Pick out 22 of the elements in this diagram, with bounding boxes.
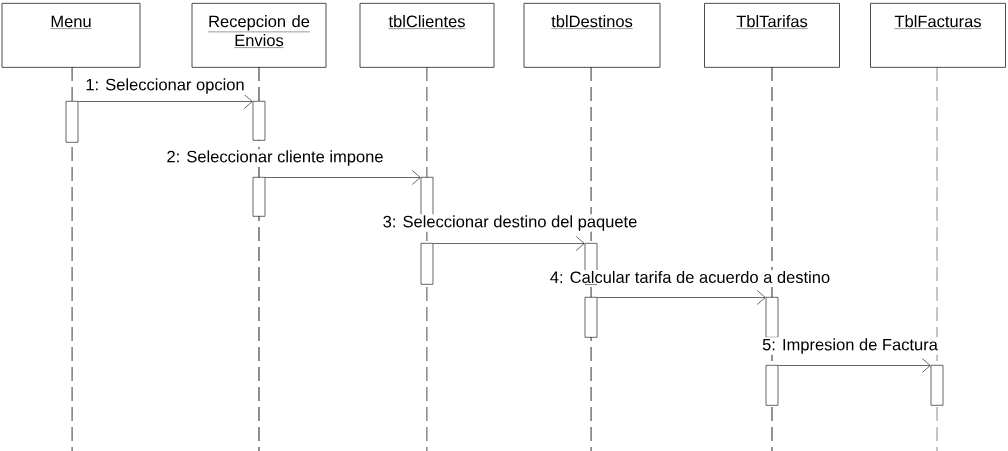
object-box: tblDestinos <box>523 3 661 68</box>
message-label: 2: Seleccionar cliente impone <box>165 149 385 167</box>
message-label: 1: Seleccionar opcion <box>84 77 246 95</box>
object-box: Menu <box>1 3 141 68</box>
message-arrow <box>597 290 766 305</box>
activation-bar <box>65 101 79 143</box>
object-box: TblFacturas <box>870 3 1006 68</box>
object-box: Recepcion de Envios <box>191 3 327 68</box>
activation-bar <box>420 243 434 285</box>
activation-bar <box>930 365 944 406</box>
object-box: TblTarifas <box>704 3 840 68</box>
activation-bar <box>765 297 779 338</box>
activation-bar <box>252 101 266 141</box>
object-box: tblClientes <box>359 3 495 68</box>
activation-bar <box>765 365 779 406</box>
message-arrow <box>78 94 253 109</box>
activation-bar <box>252 177 266 217</box>
activation-bar <box>584 297 598 338</box>
message-arrow <box>778 358 931 373</box>
message-arrow <box>265 170 421 185</box>
activation-bar <box>420 177 434 217</box>
message-arrow <box>433 236 585 251</box>
